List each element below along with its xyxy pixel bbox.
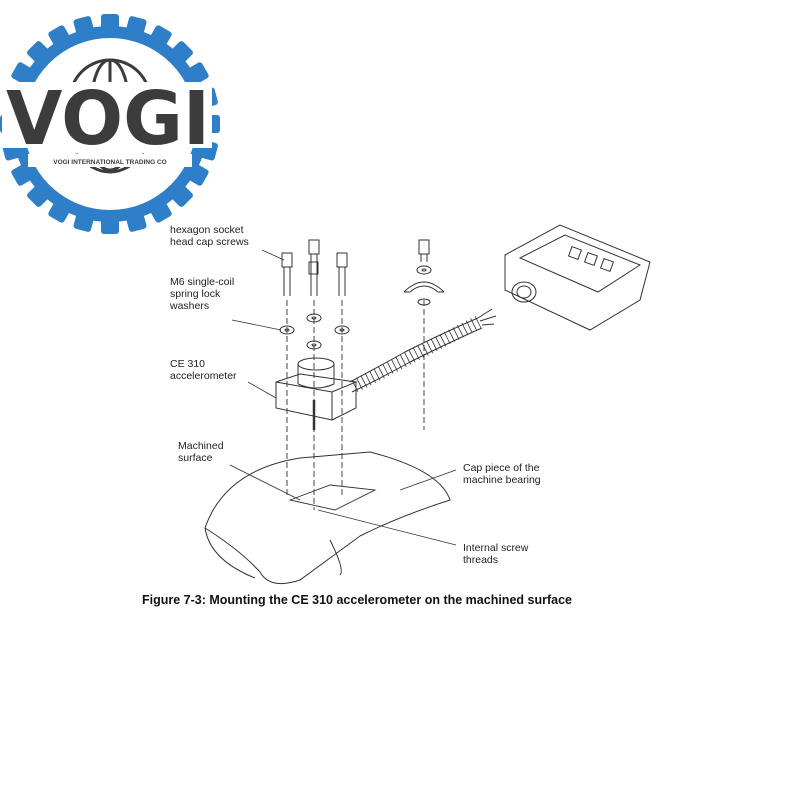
label-cap-piece: Cap piece of the machine bearing bbox=[463, 462, 541, 486]
cable-coil bbox=[382, 363, 390, 377]
cable-coil bbox=[465, 320, 473, 333]
spring-lock-washers bbox=[279, 265, 432, 350]
label-hex-screws: hexagon socket head cap screws bbox=[170, 224, 249, 248]
gear-tooth bbox=[150, 25, 172, 46]
logo-company: VOGI INTERNATIONAL TRADING CO bbox=[53, 159, 167, 166]
cable-coil bbox=[470, 318, 477, 331]
label-screw-threads: Internal screw threads bbox=[463, 542, 529, 566]
gear-tooth bbox=[48, 202, 70, 223]
cable-coil bbox=[364, 372, 372, 386]
cable-coil bbox=[426, 340, 434, 354]
gear-tooth bbox=[11, 62, 32, 84]
cable-coil bbox=[421, 343, 429, 356]
gear-tooth bbox=[101, 14, 119, 30]
cable-coil bbox=[399, 354, 407, 368]
label-machined-surface: Machined surface bbox=[178, 440, 224, 464]
cable-coil bbox=[351, 379, 359, 393]
cable-coil bbox=[408, 350, 416, 363]
armored-cable bbox=[349, 308, 497, 393]
cable-coil bbox=[439, 334, 447, 347]
cable-coil bbox=[461, 322, 469, 336]
cable-coil bbox=[430, 338, 438, 352]
gear-tooth bbox=[101, 218, 119, 234]
cable-coil bbox=[443, 331, 451, 345]
figure-caption: Figure 7-3: Mounting the CE 310 accelero… bbox=[142, 593, 572, 607]
cable-coil bbox=[373, 368, 381, 381]
logo-wordmark: VOGI bbox=[6, 76, 210, 162]
gear-tooth bbox=[27, 185, 49, 207]
leader-lines bbox=[229, 249, 457, 546]
gear-tooth bbox=[11, 164, 32, 186]
cable-coil bbox=[395, 356, 403, 370]
cable-coil bbox=[413, 347, 420, 361]
cable-coil bbox=[435, 336, 442, 349]
cable-coil bbox=[457, 324, 464, 338]
cable-coil bbox=[377, 366, 385, 379]
vogi-logo: VOGI VOGI INTERNATIONAL TRADING CO bbox=[0, 14, 220, 234]
cable-coil bbox=[452, 327, 460, 340]
cable-coil bbox=[404, 352, 412, 365]
gear-tooth bbox=[27, 41, 49, 63]
gear-tooth bbox=[188, 62, 209, 84]
cable-coil bbox=[360, 375, 368, 388]
accelerometer-body bbox=[275, 357, 358, 430]
label-accelerometer: CE 310 accelerometer bbox=[170, 358, 237, 382]
gear-tooth bbox=[171, 185, 193, 207]
gear-tooth bbox=[73, 213, 94, 232]
label-lock-washers: M6 single-coil spring lock washers bbox=[170, 276, 235, 312]
junction-box bbox=[504, 224, 651, 331]
cable-coil bbox=[391, 359, 398, 372]
hex-cap-screws bbox=[281, 239, 430, 296]
cable-coil bbox=[369, 370, 376, 384]
cable-coil bbox=[356, 377, 363, 390]
gear-tooth bbox=[171, 41, 193, 63]
gear-tooth bbox=[73, 16, 94, 35]
gear-tooth bbox=[48, 25, 70, 46]
cable-clamp bbox=[403, 281, 445, 306]
cable-coil bbox=[417, 345, 425, 358]
cable-coil bbox=[448, 329, 456, 342]
gear-tooth bbox=[188, 164, 209, 186]
cable-coil bbox=[386, 361, 394, 374]
gear-tooth bbox=[150, 202, 172, 223]
gear-tooth bbox=[126, 16, 147, 35]
cable-coil bbox=[474, 315, 482, 329]
gear-tooth bbox=[126, 213, 147, 232]
bearing-cap-piece bbox=[204, 451, 451, 585]
